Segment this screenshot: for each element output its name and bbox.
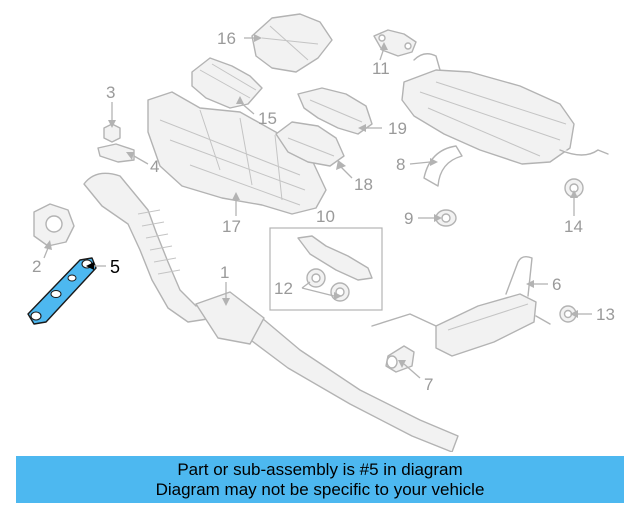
callout-1: 1: [220, 263, 229, 282]
part-8-tailpipe[interactable]: [423, 145, 463, 187]
callout-2: 2: [32, 257, 41, 276]
part-18-heat-shield[interactable]: [275, 121, 345, 167]
part-10-group-box: [269, 227, 383, 311]
part-4-bracket[interactable]: [97, 143, 135, 163]
callout-14: 14: [564, 217, 583, 236]
part-1-front-pipe[interactable]: [83, 172, 459, 452]
callout-3: 3: [106, 83, 115, 102]
callout-11: 11: [372, 59, 390, 78]
callout-19: 19: [388, 119, 407, 138]
part-2-gasket[interactable]: [33, 203, 75, 247]
callout-10: 10: [316, 207, 335, 226]
callout-7: 7: [424, 375, 433, 394]
exhaust-system-diagram: 16 11 15 19 18 8 9 14 3 4 2 5 17 10 1 12…: [27, 13, 615, 452]
callout-16: 16: [217, 29, 236, 48]
part-10-bracket[interactable]: [297, 235, 373, 281]
callout-5: 5: [110, 257, 120, 277]
banner-line-2: Diagram may not be specific to your vehi…: [155, 479, 485, 499]
callout-9: 9: [404, 209, 413, 228]
part-15-heat-shield[interactable]: [191, 57, 263, 109]
callout-18: 18: [354, 175, 373, 194]
callout-12: 12: [274, 279, 293, 298]
callout-6: 6: [552, 275, 561, 294]
callout-4: 4: [150, 157, 159, 176]
part-6-center-muffler[interactable]: [371, 255, 551, 357]
callout-8: 8: [396, 155, 405, 174]
part-11-hanger[interactable]: [373, 29, 417, 57]
part-16-heat-shield[interactable]: [251, 13, 333, 73]
banner-line-1: Part or sub-assembly is #5 in diagram: [177, 459, 463, 479]
info-banner: Part or sub-assembly is #5 in diagram Di…: [16, 456, 624, 503]
callout-15: 15: [258, 109, 277, 128]
rear-muffler[interactable]: [401, 53, 609, 165]
part-17-heat-shield[interactable]: [147, 91, 327, 215]
leader-lines: [43, 37, 592, 379]
callout-17: 17: [222, 217, 241, 236]
part-7-clamp[interactable]: [385, 345, 415, 373]
callout-labels: 16 11 15 19 18 8 9 14 3 4 2 5 17 10 1 12…: [32, 29, 615, 394]
leader-arrows: [44, 34, 578, 368]
callout-13: 13: [596, 305, 615, 324]
